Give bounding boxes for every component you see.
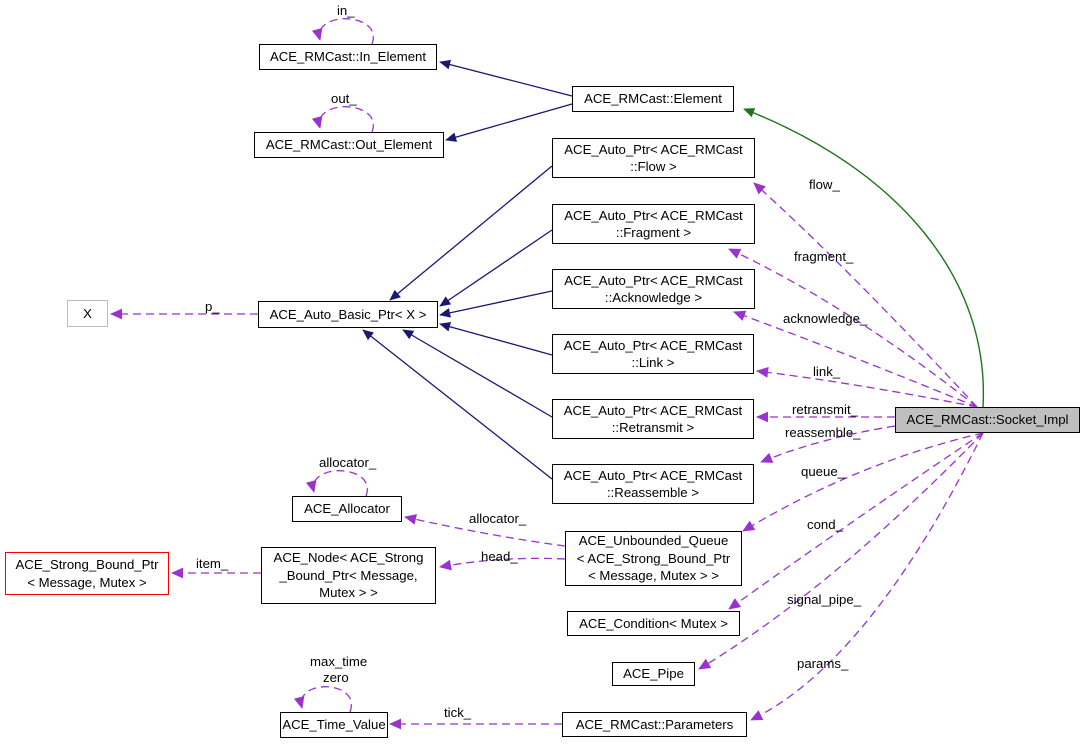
edge-usage-params <box>750 432 984 721</box>
node-pipe[interactable]: ACE_Pipe <box>612 662 695 686</box>
node-strong-bound-ptr[interactable]: ACE_Strong_Bound_Ptr < Message, Mutex > <box>5 552 169 595</box>
edge-label-in: in_ <box>337 3 355 18</box>
node-x[interactable]: X <box>67 300 108 327</box>
node-allocator[interactable]: ACE_Allocator <box>292 496 402 522</box>
edge-label-out: out_ <box>331 91 357 106</box>
node-element[interactable]: ACE_RMCast::Element <box>572 86 734 112</box>
node-in-element[interactable]: ACE_RMCast::In_Element <box>259 44 437 70</box>
edge-inherit-acknowledge-autobasicptr <box>439 290 553 318</box>
edge-selfloop-out <box>311 106 374 133</box>
edge-label-fragment: fragment_ <box>794 249 854 264</box>
node-auto-ptr-link[interactable]: ACE_Auto_Ptr< ACE_RMCast ::Link > <box>552 334 754 374</box>
edge-label-acknowledge: acknowledge_ <box>783 311 868 326</box>
edge-usage-queue-node <box>439 557 566 571</box>
edge-inherit-element-out-element <box>445 103 573 142</box>
node-condition[interactable]: ACE_Condition< Mutex > <box>567 611 740 636</box>
edge-label-link: link_ <box>813 364 841 379</box>
edge-usage-reassemble <box>760 425 896 463</box>
edge-usage-queue <box>742 432 984 532</box>
node-auto-ptr-reassemble[interactable]: ACE_Auto_Ptr< ACE_RMCast ::Reassemble > <box>552 464 754 504</box>
edge-inherit-reassemble-autobasicptr <box>362 329 553 480</box>
edge-label-queue: queue_ <box>801 464 846 479</box>
edge-label-allocator-loop: allocator_ <box>319 455 377 470</box>
edge-label-p: p_ <box>205 299 220 314</box>
edge-usage-cond <box>728 432 984 610</box>
node-auto-ptr-retransmit[interactable]: ACE_Auto_Ptr< ACE_RMCast ::Retransmit > <box>552 399 754 439</box>
edge-label-params: params_ <box>797 656 849 671</box>
node-parameters[interactable]: ACE_RMCast::Parameters <box>562 712 747 737</box>
edge-label-zero: zero <box>323 670 349 685</box>
edge-label-cond: cond_ <box>807 517 843 532</box>
edge-label-max-time: max_time <box>310 654 368 669</box>
edge-usage-link <box>756 366 978 408</box>
edge-selfloop-timevalue <box>293 686 353 713</box>
node-auto-basic-ptr[interactable]: ACE_Auto_Basic_Ptr< X > <box>258 301 438 328</box>
edge-label-item: item_ <box>196 556 229 571</box>
edge-inherit-retransmit-autobasicptr <box>402 329 553 418</box>
node-socket-impl[interactable]: ACE_RMCast::Socket_Impl <box>895 407 1080 433</box>
edge-usage-flow <box>753 182 978 408</box>
edge-selfloop-in <box>311 18 374 45</box>
node-auto-ptr-acknowledge[interactable]: ACE_Auto_Ptr< ACE_RMCast ::Acknowledge > <box>552 269 755 309</box>
edge-label-tick: tick_ <box>444 705 472 720</box>
edge-usage-queue-allocator <box>404 514 566 547</box>
node-unbounded-queue[interactable]: ACE_Unbounded_Queue < ACE_Strong_Bound_P… <box>565 531 742 586</box>
edge-inherit-flow-autobasicptr <box>389 165 553 301</box>
node-out-element[interactable]: ACE_RMCast::Out_Element <box>254 132 444 158</box>
node-auto-ptr-fragment[interactable]: ACE_Auto_Ptr< ACE_RMCast ::Fragment > <box>552 204 755 244</box>
edge-label-flow: flow_ <box>809 177 840 192</box>
edge-inherit-socketimpl-element <box>743 108 985 408</box>
edge-inherit-element-in-element <box>439 59 573 97</box>
edge-label-head: head_ <box>481 549 518 564</box>
edge-inherit-link-autobasicptr <box>439 322 553 356</box>
edge-label-allocator: allocator_ <box>469 511 527 526</box>
edge-usage-acknowledge <box>733 310 978 408</box>
node-node[interactable]: ACE_Node< ACE_Strong _Bound_Ptr< Message… <box>261 547 436 604</box>
edge-inherit-fragment-autobasicptr <box>439 229 553 307</box>
node-time-value[interactable]: ACE_Time_Value <box>280 712 388 738</box>
edge-label-signal-pipe: signal_pipe_ <box>787 592 862 607</box>
edge-label-retransmit: retransmit_ <box>792 402 858 417</box>
edge-usage-signalpipe <box>698 432 984 670</box>
edge-label-reassemble: reassemble_ <box>785 425 861 440</box>
node-auto-ptr-flow[interactable]: ACE_Auto_Ptr< ACE_RMCast ::Flow > <box>552 138 755 178</box>
edge-usage-fragment <box>728 248 978 408</box>
edge-selfloop-allocator <box>305 470 368 497</box>
